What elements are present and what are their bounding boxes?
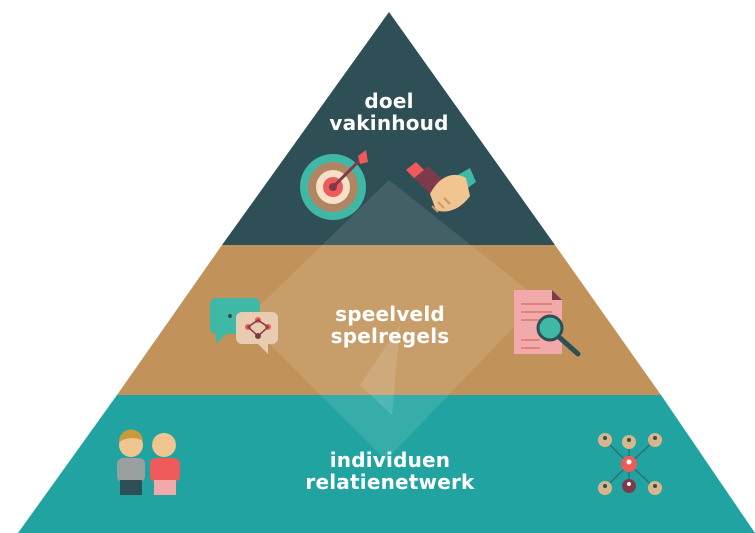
tier-top-line-2: vakinhoud (329, 111, 449, 135)
tier-middle-line-1: speelveld (335, 302, 445, 326)
diamond-overlay-streak (360, 325, 400, 415)
tier-bottom-line-1: individuen (329, 448, 451, 472)
target-icon (300, 150, 368, 220)
tier-middle-label: speelveld spelregels (290, 303, 490, 347)
tier-bottom-label: individuen relatienetwerk (270, 449, 510, 493)
tier-bottom-line-2: relatienetwerk (305, 470, 475, 494)
tier-bottom (18, 395, 755, 533)
tier-middle (117, 245, 661, 395)
network-icon (598, 433, 662, 495)
people-icon (117, 429, 180, 495)
diamond-overlay (245, 180, 540, 460)
tier-top-line-1: doel (364, 89, 414, 113)
chat-bubbles-icon (210, 298, 278, 354)
tier-middle-line-2: spelregels (330, 324, 450, 348)
tier-top-label: doel vakinhoud (299, 90, 479, 134)
handshake-icon (406, 162, 476, 213)
document-search-icon (514, 290, 581, 357)
